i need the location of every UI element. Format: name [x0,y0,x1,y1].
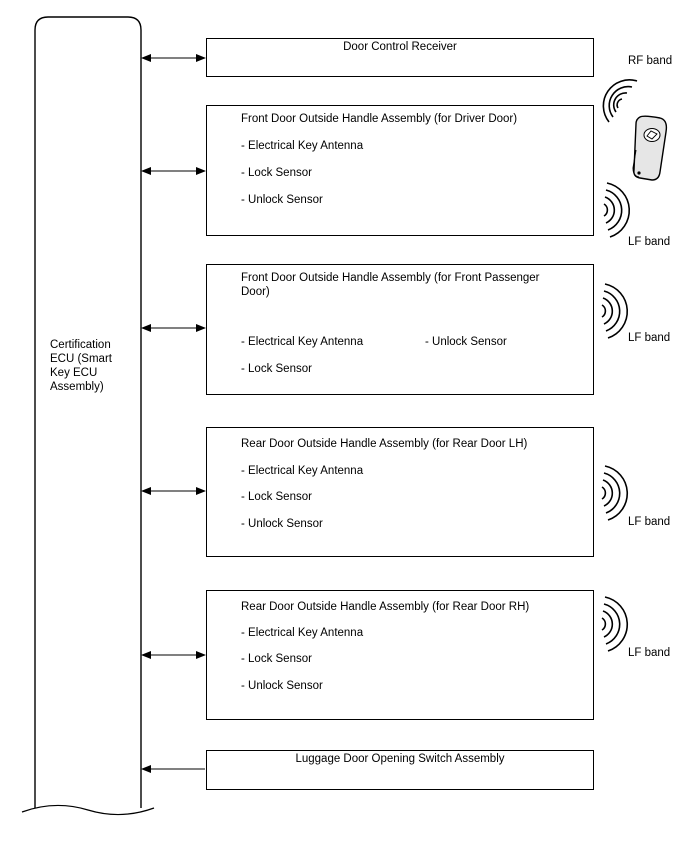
rear-lh-item: - Lock Sensor [241,491,312,503]
door-control-receiver-box: Door Control Receiver [206,38,594,77]
rear-lh-title: Rear Door Outside Handle Assembly (for R… [241,438,528,450]
lf-wave-icon [601,283,629,339]
rear-lh-handle-box: Rear Door Outside Handle Assembly (for R… [206,427,594,557]
front-passenger-title: Front Door Outside Handle Assembly (for … [241,272,540,298]
front-driver-item: - Electrical Key Antenna [241,140,364,152]
rear-rh-handle-box: Rear Door Outside Handle Assembly (for R… [206,590,594,720]
rf-band-label: RF band [628,55,673,67]
front-driver-item: - Unlock Sensor [241,194,323,206]
lf-wave-icon [601,596,629,652]
front-driver-title: Front Door Outside Handle Assembly (for … [241,113,518,125]
front-passenger-item: - Electrical Key Antenna [241,336,364,348]
lf-band-label: LF band [628,236,671,248]
ecu-body [34,16,142,808]
lf-band-label: LF band [628,516,671,528]
luggage-switch-title: Luggage Door Opening Switch Assembly [295,753,505,765]
door-control-receiver-title: Door Control Receiver [343,41,457,53]
lf-band-label: LF band [628,647,671,659]
front-driver-item: - Lock Sensor [241,167,312,179]
front-driver-handle-box: Front Door Outside Handle Assembly (for … [206,105,594,236]
luggage-switch-box: Luggage Door Opening Switch Assembly [206,750,594,790]
rear-lh-item: - Electrical Key Antenna [241,465,364,477]
rear-rh-item: - Lock Sensor [241,653,312,665]
smart-key-icon [632,115,668,181]
lf-wave-icon [601,465,629,521]
rear-rh-title: Rear Door Outside Handle Assembly (for R… [241,601,530,613]
front-passenger-handle-box: Front Door Outside Handle Assembly (for … [206,264,594,395]
lf-wave-icon [603,182,631,238]
lf-band-label: LF band [628,332,671,344]
ecu-break-line [21,804,155,816]
rear-rh-item: - Electrical Key Antenna [241,627,364,639]
rf-wave-icon [602,79,638,123]
front-passenger-item: - Unlock Sensor [425,336,507,348]
ecu-label: Certification ECU (Smart Key ECU Assembl… [50,339,112,393]
rear-rh-item: - Unlock Sensor [241,680,323,692]
rear-lh-item: - Unlock Sensor [241,518,323,530]
front-passenger-item: - Lock Sensor [241,363,312,375]
